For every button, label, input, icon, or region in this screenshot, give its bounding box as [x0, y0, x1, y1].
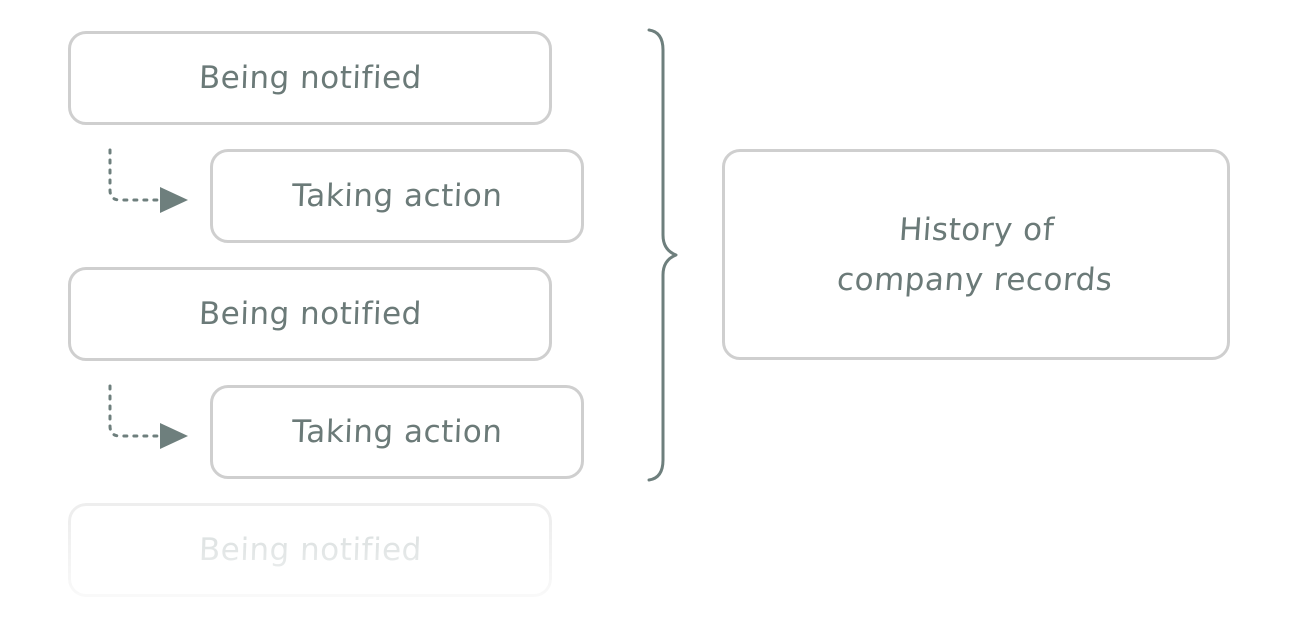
- being-notified-label: Being notified: [197, 532, 423, 568]
- being-notified-label: Being notified: [197, 60, 423, 96]
- dotted-arrow-2: [108, 384, 188, 449]
- being-notified-box-faded: Being notified: [68, 503, 552, 597]
- dotted-arrow-1: [108, 148, 188, 213]
- being-notified-box: Being notified: [68, 267, 552, 361]
- history-of-company-records-box: History of company records: [722, 149, 1230, 360]
- curly-brace: [647, 28, 678, 482]
- being-notified-box: Being notified: [68, 31, 552, 125]
- taking-action-label: Taking action: [291, 178, 503, 214]
- history-line-1: History of: [898, 211, 1056, 248]
- history-line-2: company records: [836, 261, 1115, 298]
- taking-action-box: Taking action: [210, 385, 584, 479]
- being-notified-label: Being notified: [197, 296, 423, 332]
- taking-action-label: Taking action: [291, 414, 503, 450]
- taking-action-box: Taking action: [210, 149, 584, 243]
